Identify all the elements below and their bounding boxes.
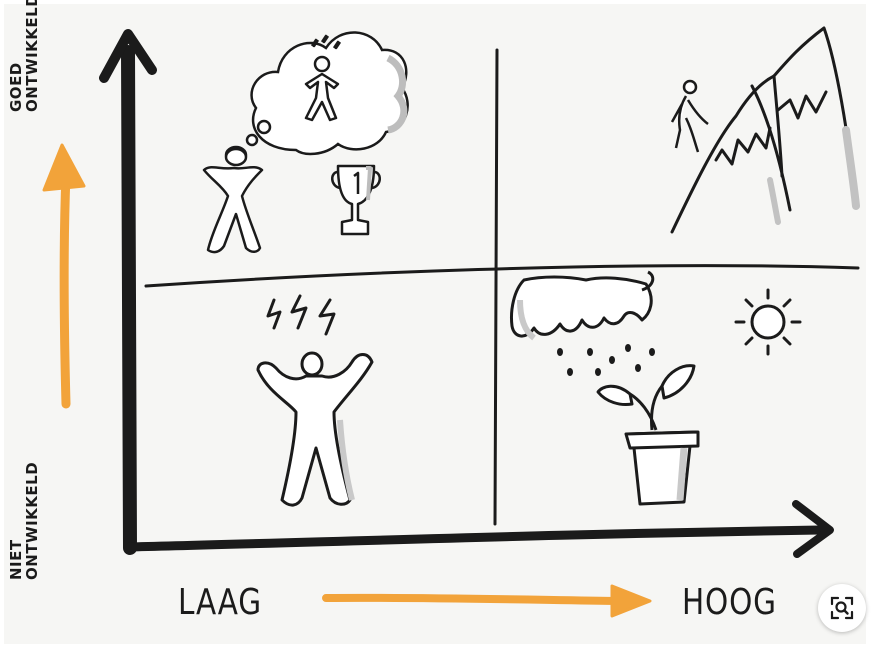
y-top-label-line-1: GOED — [8, 0, 24, 112]
x-axis-low-label: LAAG — [178, 582, 262, 623]
y-bottom-label-line-1: NIET — [8, 462, 24, 580]
y-axis-bottom-label: NIET ONTWIKKELD — [8, 462, 40, 580]
x-axis-high-label: HOOG — [682, 582, 777, 623]
y-top-label-line-2: ONTWIKKELD — [24, 0, 40, 112]
y-axis-top-label: GOED ONTWIKKELD — [8, 0, 40, 112]
visual-search-button[interactable] — [818, 584, 866, 632]
visual-search-icon — [829, 595, 855, 621]
y-bottom-label-line-2: ONTWIKKELD — [24, 462, 40, 580]
